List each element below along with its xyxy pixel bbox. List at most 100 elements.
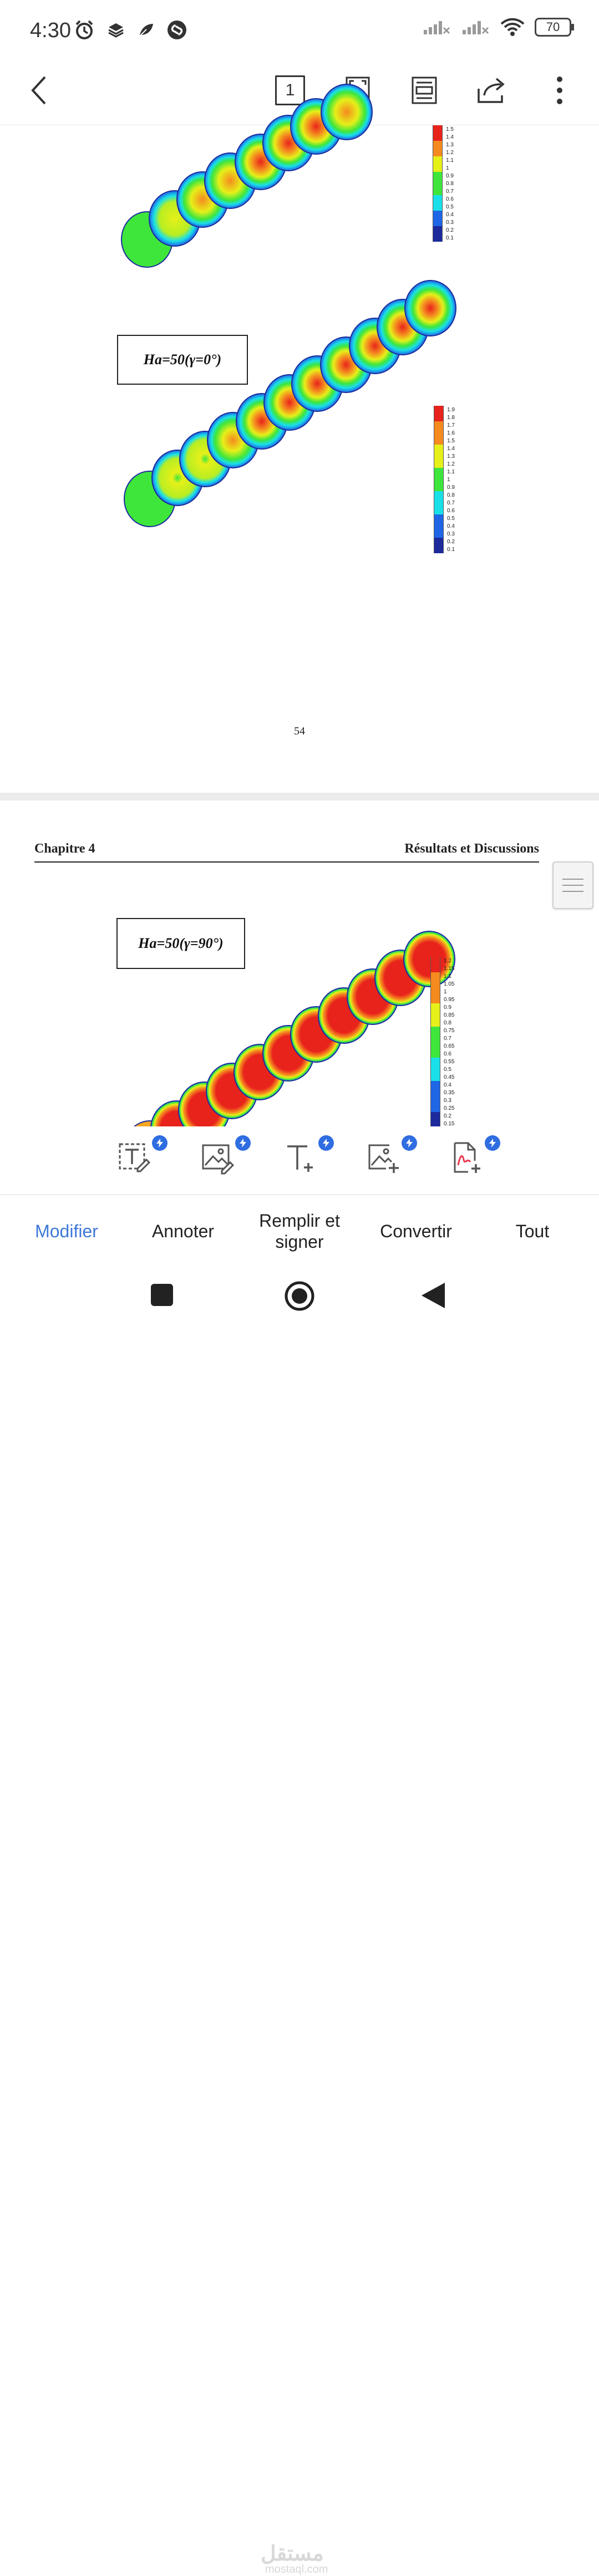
- legend-label: 1.1: [447, 468, 455, 475]
- legend-row: 0.9: [433, 172, 454, 180]
- reading-mode-button[interactable]: [405, 71, 444, 110]
- legend-row: 0.5: [433, 203, 454, 211]
- legend-label: 1.6: [447, 430, 455, 436]
- legend-row: 0.5: [430, 1065, 454, 1073]
- legend-label: 0.9: [447, 484, 455, 491]
- legend-label: 0.4: [446, 211, 454, 218]
- more-button[interactable]: [540, 71, 579, 110]
- legend-label: 0.55: [444, 1058, 455, 1065]
- back-nav-button[interactable]: [420, 1282, 448, 1309]
- legend-row: 0.7: [430, 1034, 454, 1042]
- page-number-button[interactable]: 1: [271, 71, 309, 110]
- legend-swatch: [434, 460, 444, 468]
- legend-row: 0.95: [430, 996, 454, 1003]
- pdf-sign-icon: [454, 1142, 480, 1173]
- home-button[interactable]: [283, 1279, 316, 1313]
- share-icon: [478, 78, 505, 103]
- legend-swatch: [430, 1003, 440, 1011]
- signal-icon: [424, 21, 450, 34]
- legend-swatch: [430, 1073, 440, 1081]
- tab-convertir[interactable]: Convertir: [366, 1195, 466, 1267]
- battery-level: 70: [546, 20, 560, 34]
- edit-text-icon: [119, 1143, 151, 1172]
- legend-row: 0.3: [434, 530, 455, 538]
- legend-label: 0.5: [447, 515, 455, 522]
- legend-label: 1.15: [444, 965, 455, 972]
- legend-row: 0.2: [433, 226, 454, 234]
- add-text-icon: [287, 1145, 313, 1172]
- add-text-tool[interactable]: [284, 1135, 334, 1180]
- figure-caption-3: Ha=50(γ=90°): [116, 918, 245, 969]
- legend-label: 0.2: [446, 227, 454, 233]
- legend-swatch: [430, 1058, 440, 1065]
- figure-ellipse-chain-1: [121, 84, 373, 268]
- lightning-icon: [402, 1135, 417, 1151]
- legend-label: 1.3: [447, 453, 455, 460]
- scroll-handle[interactable]: [552, 861, 593, 909]
- legend-swatch: [434, 514, 444, 522]
- legend-swatch: [433, 226, 443, 234]
- legend-swatch: [430, 1112, 440, 1120]
- legend-label: 0.8: [444, 1019, 451, 1026]
- share-button[interactable]: [473, 71, 511, 110]
- legend-label: 0.8: [446, 180, 454, 187]
- legend-label: 1.1: [446, 157, 454, 164]
- watermark-sub: mostaql.com: [265, 2563, 328, 2575]
- legend-label: 1.2: [446, 149, 454, 156]
- legend-label: 1.8: [447, 414, 455, 421]
- legend-row: 1.15: [430, 965, 454, 972]
- legend-row: 1.1: [430, 972, 454, 980]
- figure-caption-2: Ha=50(γ=0°): [117, 335, 248, 385]
- legend-swatch: [430, 988, 440, 996]
- tab-tout-label: Tout: [515, 1221, 550, 1241]
- legend-row: 1.2: [434, 460, 455, 468]
- legend-swatch: [434, 499, 444, 507]
- pdf-sign-tool[interactable]: [450, 1135, 500, 1180]
- legend-swatch: [430, 957, 440, 965]
- legend-swatch: [430, 1104, 440, 1112]
- legend-row: 1.6: [434, 429, 455, 437]
- legend-label: 1.5: [447, 437, 455, 444]
- legend-row: 0.8: [433, 180, 454, 187]
- legend-label: 1.4: [447, 445, 455, 452]
- figure-ellipse-chain-2: [124, 280, 456, 527]
- status-icons-left: [73, 19, 187, 41]
- recents-button[interactable]: [150, 1283, 177, 1310]
- edit-image-tool[interactable]: [201, 1135, 251, 1180]
- tab-remplir-et-signer[interactable]: Remplir et signer: [244, 1195, 355, 1267]
- legend-swatch: [433, 164, 443, 172]
- legend-swatch: [430, 980, 440, 988]
- legend-row: 1.3: [434, 452, 455, 460]
- back-button[interactable]: [20, 71, 59, 110]
- legend-swatch: [430, 1019, 440, 1027]
- tab-tout[interactable]: Tout: [488, 1195, 577, 1267]
- legend-row: 0.55: [430, 1058, 454, 1065]
- legend-label: 0.1: [447, 546, 455, 553]
- legend-row: 1.9: [434, 406, 455, 414]
- tab-annoter[interactable]: Annoter: [139, 1195, 227, 1267]
- legend-swatch: [434, 437, 444, 445]
- legend-label: 0.2: [444, 1113, 451, 1119]
- figure-ellipse-chain-3: [124, 931, 455, 1177]
- legend-swatch: [433, 180, 443, 187]
- legend-swatch: [433, 195, 443, 203]
- legend-swatch: [430, 965, 440, 972]
- legend-row: 1: [430, 988, 454, 996]
- home-circle-icon: [285, 1281, 314, 1311]
- legend-row: 1.2: [430, 957, 454, 965]
- legend-swatch: [434, 452, 444, 460]
- legend-row: 0.35: [430, 1089, 454, 1096]
- legend-label: 1.1: [444, 973, 451, 980]
- legend-label: 1: [446, 165, 449, 171]
- legend-row: 0.75: [430, 1027, 454, 1034]
- add-image-tool[interactable]: [367, 1135, 417, 1180]
- chapter-title: Chapitre 4: [34, 841, 95, 856]
- tab-modifier[interactable]: Modifier: [22, 1195, 111, 1267]
- add-image-icon: [368, 1144, 399, 1173]
- legend-label: 0.3: [446, 219, 454, 226]
- edit-text-tool[interactable]: [118, 1135, 167, 1180]
- legend-swatch: [433, 218, 443, 226]
- legend-row: 1.1: [434, 468, 455, 476]
